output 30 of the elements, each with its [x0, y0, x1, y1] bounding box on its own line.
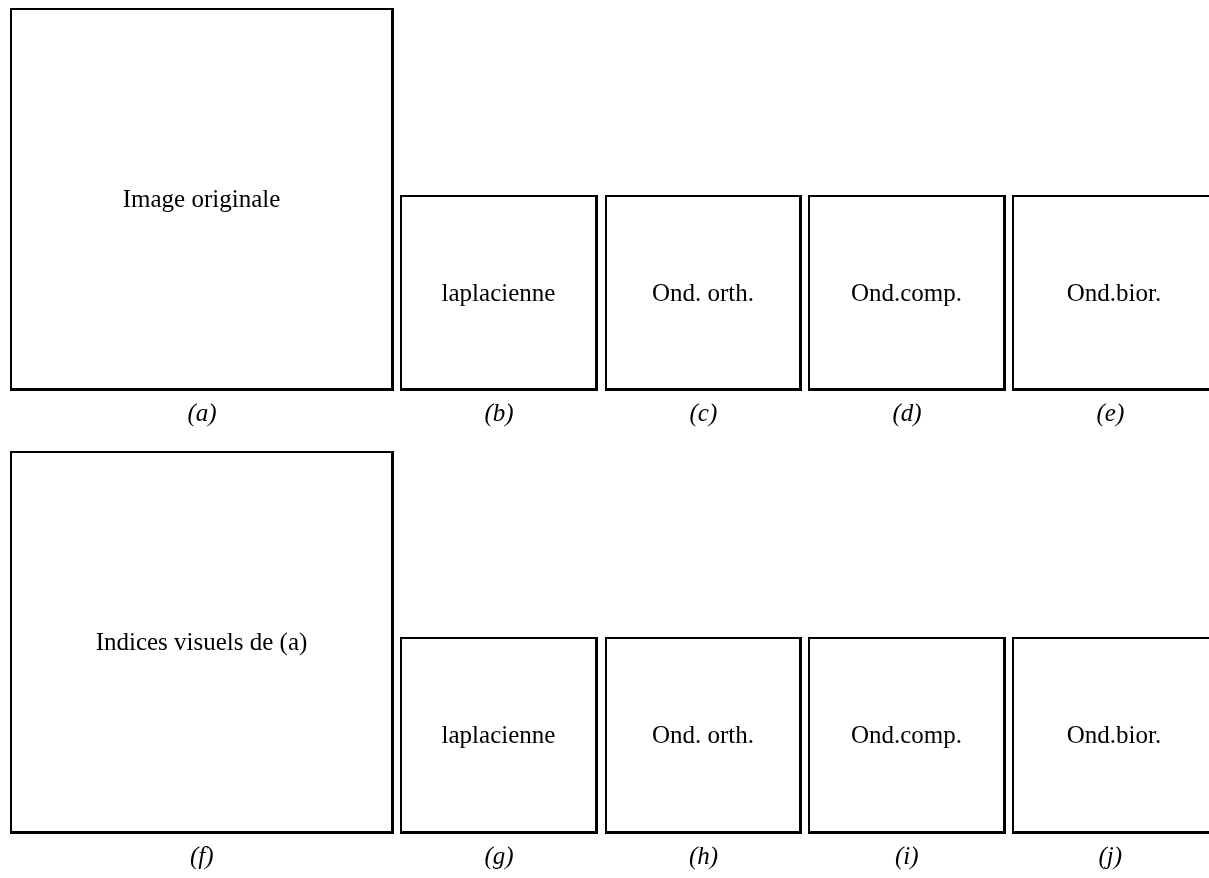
panel-caption: (i): [895, 842, 919, 870]
panel-caption: (j): [1098, 842, 1123, 870]
panel-label: Indices visuels de (a): [95, 628, 308, 656]
image-panel: [605, 195, 802, 391]
panel-label: Ond.bior.: [1066, 278, 1162, 307]
panel-caption: (a): [187, 399, 217, 427]
image-panel: [808, 195, 1006, 391]
panel-label: Ond. orth.: [651, 278, 755, 307]
image-panel: [1012, 637, 1209, 834]
image-panel: [10, 8, 394, 391]
panel-caption: (d): [892, 399, 922, 427]
panel-caption: (b): [484, 399, 514, 427]
panel-caption: (g): [484, 842, 514, 870]
panel-label: laplacienne: [441, 278, 556, 307]
panel-label: Ond.comp.: [850, 278, 963, 307]
image-panel: [400, 195, 598, 391]
image-panel: [1012, 195, 1209, 391]
panel-label: Ond.bior.: [1066, 721, 1162, 749]
image-panel: [808, 637, 1006, 834]
panel-caption: (h): [689, 842, 719, 870]
image-panel: [605, 637, 802, 834]
panel-caption: (f): [190, 842, 214, 870]
panel-label: Image originale: [122, 185, 281, 213]
panel-label: laplacienne: [441, 721, 556, 749]
panel-caption: (e): [1096, 399, 1125, 427]
panel-label: Ond. orth.: [651, 721, 755, 749]
image-panel: [10, 451, 394, 834]
image-panel: [400, 637, 598, 834]
panel-label: Ond.comp.: [850, 721, 963, 749]
panel-caption: (c): [689, 399, 718, 427]
